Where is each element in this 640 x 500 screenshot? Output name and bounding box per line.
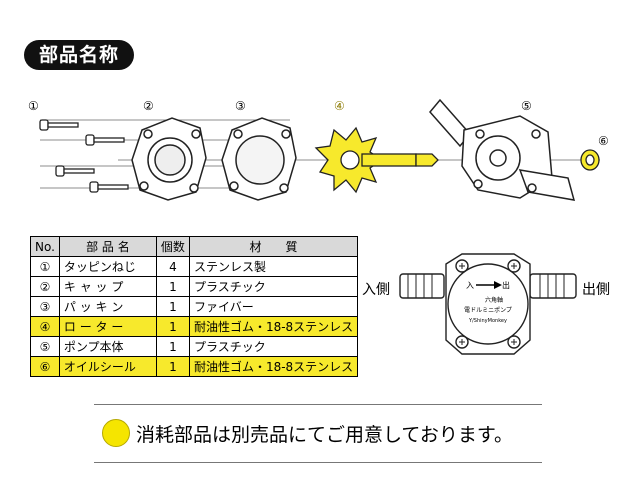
row-no: ④ [30,316,60,337]
highlight-legend-icon [102,419,130,447]
table-row-highlighted: ④ ロ ー タ ー 1 耐油性ゴム・18-8ステンレス [30,316,359,337]
row-name: パ ッ キ ン [58,296,157,317]
part-number-1: ① [28,99,39,113]
pump-body-part [429,98,576,201]
row-qty: 4 [155,256,190,277]
rotor-part [314,126,439,194]
consumables-note: 消耗部品は別売品にてご用意しております。 [102,416,513,450]
table-row: ⑤ ポンプ本体 1 プラスチック [30,336,359,357]
table-header-row: No. 部 品 名 個数 材 質 [30,236,359,257]
divider-bottom [94,462,542,463]
divider-top [94,404,542,405]
row-qty: 1 [155,276,190,297]
part-number-2: ② [143,99,154,113]
header-name: 部 品 名 [58,236,157,257]
row-no: ⑤ [30,336,60,357]
header-qty: 個数 [155,236,190,257]
row-material: プラスチック [188,336,359,357]
screw-group [39,119,129,193]
row-no: ② [30,276,60,297]
pump-direction-in: 入 [466,281,474,290]
row-material: ステンレス製 [188,256,359,277]
oil-seal-part [580,149,600,171]
row-qty: 1 [155,336,190,357]
table-row: ① タッピンねじ 4 ステンレス製 [30,256,359,277]
pump-assembled-view: 入 出 六角軸 電ドルミニポンプ Y/ShinyMonkey [399,253,577,355]
part-number-4: ④ [334,99,345,113]
section-title: 部品名称 [24,40,134,70]
pump-direction-out: 出 [502,280,510,290]
inlet-label: 入側 [362,282,390,298]
flow-arrow-icon [476,281,502,289]
row-material: プラスチック [188,276,359,297]
note-text: 消耗部品は別売品にてご用意しております。 [136,423,513,446]
pump-brand: Y/ShinyMonkey [468,318,507,324]
parts-table: No. 部 品 名 個数 材 質 ① タッピンねじ 4 ステンレス製 ② キ ャ… [30,236,359,377]
part-number-5: ⑤ [521,99,532,113]
row-name: キ ャ ッ プ [58,276,157,297]
row-name: タッピンねじ [58,256,157,277]
outlet-label: 出側 [582,282,610,298]
row-qty: 1 [155,316,190,337]
gasket-part [221,117,297,201]
row-no: ③ [30,296,60,317]
part-number-3: ③ [235,99,246,113]
table-row: ③ パ ッ キ ン 1 ファイバー [30,296,359,317]
part-number-6: ⑥ [598,134,609,148]
table-row-highlighted: ⑥ オイルシール 1 耐油性ゴム・18-8ステンレス [30,356,359,377]
row-name: ロ ー タ ー [58,316,157,337]
exploded-parts-diagram: ① ② ③ ④ ⑤ ⑥ [28,98,609,201]
row-name: オイルシール [58,356,157,377]
row-name: ポンプ本体 [58,336,157,357]
cap-part [131,117,207,201]
row-material: 耐油性ゴム・18-8ステンレス [188,356,359,377]
header-material: 材 質 [188,236,359,257]
row-qty: 1 [155,296,190,317]
pump-label-line2: 電ドルミニポンプ [464,306,512,314]
row-no: ⑥ [30,356,60,377]
pump-label-line1: 六角軸 [485,296,503,304]
row-material: 耐油性ゴム・18-8ステンレス [188,316,359,337]
row-qty: 1 [155,356,190,377]
row-material: ファイバー [188,296,359,317]
table-row: ② キ ャ ッ プ 1 プラスチック [30,276,359,297]
row-no: ① [30,256,60,277]
header-no: No. [30,236,60,257]
